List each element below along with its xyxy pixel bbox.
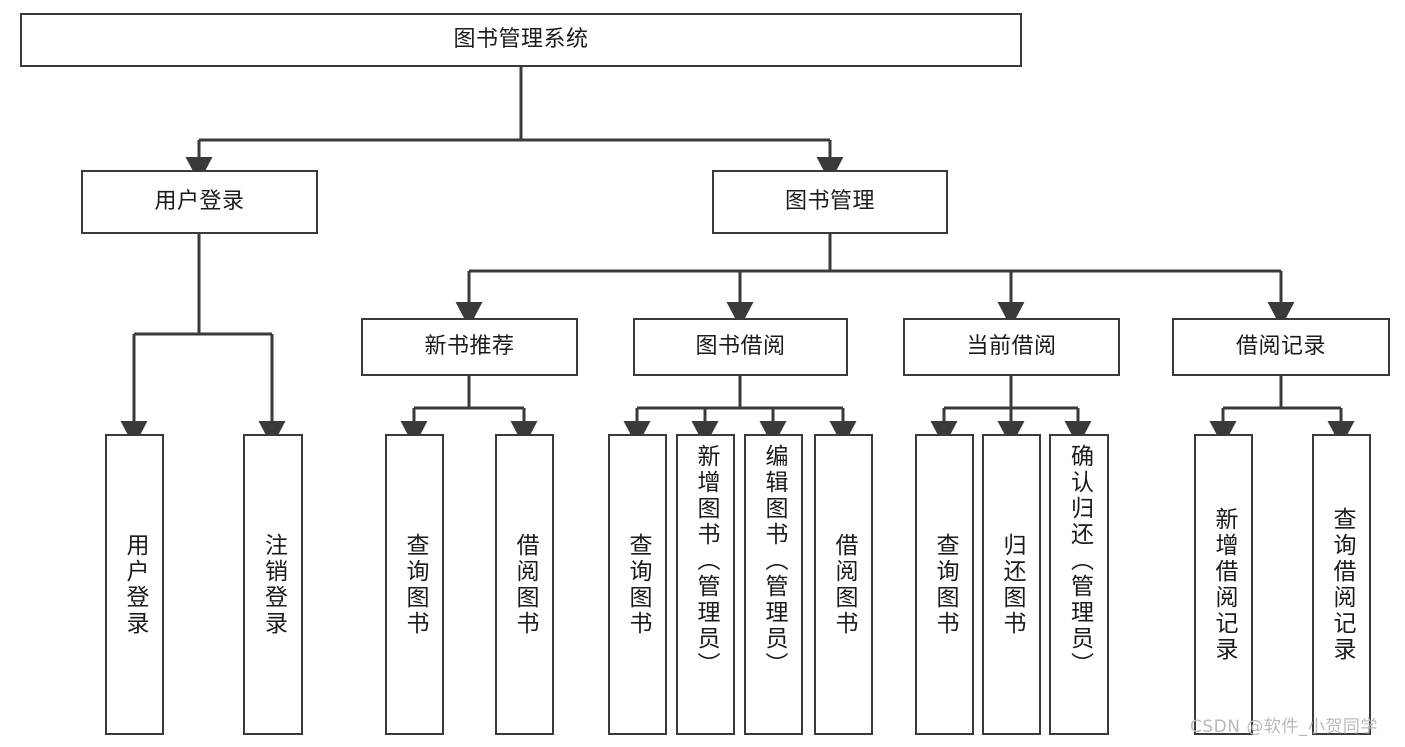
node-label: 查询图书 [625,532,651,637]
watermark: CSDN @软件_小贺同学 [1190,717,1378,737]
leaf-confirm-return-admin[interactable]: 确认归还（管理员） [1049,434,1109,735]
node-label: 借阅图书 [512,532,538,637]
node-label: 图书管理 [784,189,875,215]
node-label: 查询借阅记录 [1329,506,1355,663]
node-label: 新书推荐 [424,334,515,360]
node-label: 注销登录 [260,532,287,637]
node-new-book-recommend[interactable]: 新书推荐 [361,318,578,376]
leaf-query-book-borrow[interactable]: 查询图书 [608,434,667,735]
node-user-login[interactable]: 用户登录 [81,170,318,234]
node-label: 查询图书 [932,532,958,637]
leaf-query-book-recommend[interactable]: 查询图书 [385,434,444,735]
leaf-logout[interactable]: 注销登录 [243,434,303,735]
node-book-management[interactable]: 图书管理 [712,170,948,234]
node-label: 编辑图书（管理员） [761,444,787,678]
node-label: 借阅图书 [831,532,857,637]
node-label: 当前借阅 [966,334,1057,360]
leaf-user-login[interactable]: 用户登录 [105,434,164,735]
leaf-edit-book-admin[interactable]: 编辑图书（管理员） [744,434,803,735]
node-label: 归还图书 [999,532,1025,637]
node-label: 确认归还（管理员） [1066,444,1093,678]
node-label: 用户登录 [154,189,245,215]
node-label: 用户登录 [122,532,148,637]
leaf-return-book[interactable]: 归还图书 [982,434,1041,735]
node-label: 新增借阅记录 [1211,506,1237,663]
node-label: 借阅记录 [1235,334,1326,360]
node-borrow-record[interactable]: 借阅记录 [1172,318,1390,376]
node-label: 图书借阅 [695,334,786,360]
leaf-query-book-current[interactable]: 查询图书 [915,434,974,735]
node-label: 图书管理系统 [453,27,589,53]
node-label: 查询图书 [402,532,428,637]
leaf-query-borrow-record[interactable]: 查询借阅记录 [1312,434,1371,735]
leaf-borrow-book[interactable]: 借阅图书 [814,434,873,735]
node-root-system[interactable]: 图书管理系统 [20,13,1022,67]
node-label: 新增图书（管理员） [693,444,719,678]
node-current-borrow[interactable]: 当前借阅 [903,318,1120,376]
leaf-borrow-book-recommend[interactable]: 借阅图书 [495,434,554,735]
leaf-add-borrow-record[interactable]: 新增借阅记录 [1194,434,1253,735]
leaf-add-book-admin[interactable]: 新增图书（管理员） [676,434,735,735]
node-book-borrow[interactable]: 图书借阅 [633,318,848,376]
